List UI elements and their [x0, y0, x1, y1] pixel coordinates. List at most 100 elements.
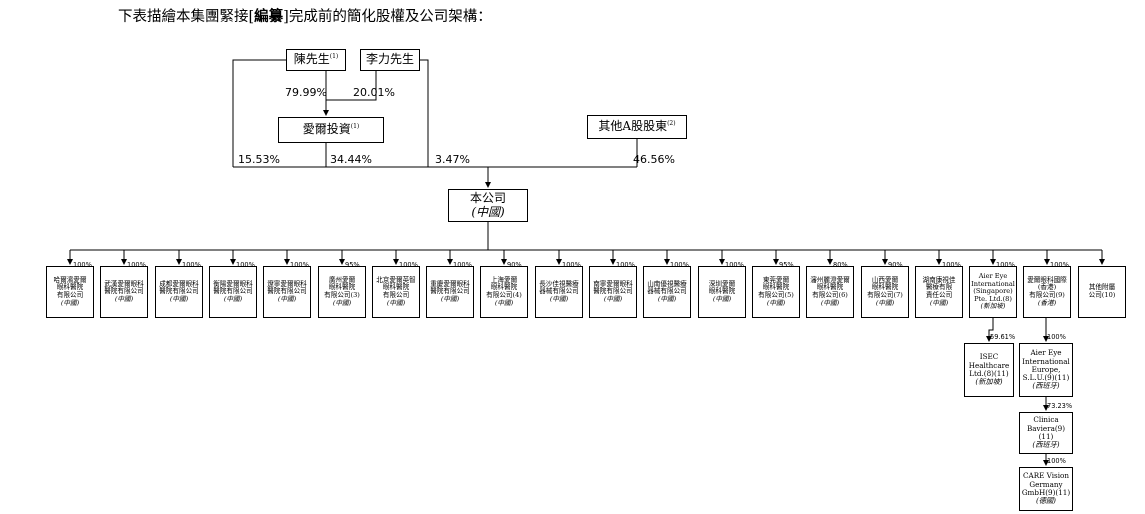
subsidiary-country: (中國)	[929, 298, 949, 307]
care-line-1: Germany	[1029, 479, 1063, 489]
pct-europe: 100%	[1047, 333, 1066, 341]
subsidiary-box: 愛爾眼科國際(香港)有限公司(9)(香港)	[1023, 266, 1071, 318]
pct-investment-direct: 34.44%	[330, 153, 372, 166]
subsidiary-pct: 100%	[1050, 261, 1069, 269]
company-box: 本公司 (中國)	[448, 189, 528, 222]
europe-line-1: International	[1022, 356, 1070, 366]
intro-text: 下表描繪本集團緊接[編纂]完成前的簡化股權及公司架構：	[118, 5, 492, 26]
subsidiary-pct: 80%	[833, 261, 848, 269]
care-line-2: GmbH(9)(11)	[1021, 488, 1071, 497]
subsidiary-box: 成都愛爾眼科醫院有限公司(中國)	[155, 266, 203, 318]
subsidiary-country: (中國)	[657, 294, 677, 303]
subsidiary-country: (中國)	[712, 294, 732, 303]
clinica-baviera-box: Clinica Baviera(9)(11) (西班牙)	[1019, 412, 1073, 454]
subsidiary-name-line: 長沙佳視醫療	[539, 279, 579, 288]
isec-line-1: Healthcare	[968, 360, 1010, 370]
subsidiary-box: 南寧愛爾眼科醫院有限公司(中國)	[589, 266, 637, 318]
subsidiary-pct: 90%	[507, 261, 522, 269]
subsidiary-pct: 100%	[670, 261, 689, 269]
pct-chen-to-investment: 79.99%	[285, 86, 327, 99]
subsidiary-name-line: 醫院有限公司	[267, 287, 307, 296]
pct-other-direct: 46.56%	[633, 153, 675, 166]
subsidiary-box: 長沙佳視醫療器械有限公司(中國)	[535, 266, 583, 318]
subsidiary-name-line: 眼科醫院	[56, 283, 84, 292]
subsidiary-box: 東莞愛爾眼科醫院有限公司(5)(中國)	[752, 266, 800, 318]
connector-line	[986, 318, 994, 342]
subsidiary-name-line: International	[971, 279, 1015, 288]
subsidiary-name-line: (Singapore)	[973, 287, 1013, 296]
subsidiary-name-line: 醫院有限公司	[593, 287, 633, 296]
subsidiary-name-line: 哈爾濱愛爾	[53, 275, 87, 284]
subsidiary-pct: 95%	[345, 261, 360, 269]
subsidiary-name-line: Aier Eye	[978, 272, 1008, 281]
subsidiary-name-line: Pte. Ltd.(8)	[974, 294, 1012, 303]
subsidiary-country: (中國)	[766, 298, 786, 307]
isec-line-2: Ltd.(8)(11)	[969, 369, 1009, 378]
subsidiary-box: 深圳愛爾眼科醫院(中國)	[698, 266, 746, 318]
subsidiary-country: (中國)	[277, 294, 297, 303]
baviera-line-1: Baviera(9)(11)	[1026, 423, 1066, 441]
other-a-label: 其他A股股東(2)	[598, 119, 676, 134]
subsidiary-name-line: 眼科醫院	[816, 283, 844, 292]
subsidiary-pct: 95%	[779, 261, 794, 269]
subsidiary-name-line: 醫院有限公司	[159, 287, 199, 296]
aier-europe-box: Aier Eye International Europe, S.L.U.(9)…	[1019, 343, 1073, 397]
shareholder-chen: 陳先生(1)	[286, 49, 346, 71]
subsidiary-name-line: 醫療有限	[925, 283, 953, 292]
subsidiary-country: (中國)	[820, 298, 840, 307]
connector-line	[326, 71, 377, 101]
subsidiary-name-line: 北京愛爾英智	[376, 275, 416, 284]
shareholder-other-a: 其他A股股東(2)	[587, 115, 687, 139]
care-country: (德國)	[1036, 496, 1056, 506]
subsidiary-box: 廣州愛爾眼科醫院有限公司(3)(中國)	[318, 266, 366, 318]
subsidiary-country: (中國)	[386, 298, 406, 307]
subsidiary-name-line: 眼科醫院	[490, 283, 518, 292]
subsidiary-pct: 100%	[616, 261, 635, 269]
subsidiary-name-line: 公司(10)	[1088, 291, 1116, 299]
subsidiary-name-line: 成都愛爾眼科	[159, 279, 199, 288]
subsidiary-pct: 100%	[996, 261, 1015, 269]
subsidiary-country: (香港)	[1037, 298, 1057, 307]
subsidiary-name-line: 有限公司(9)	[1029, 291, 1065, 299]
pct-isec: 59.61%	[990, 333, 1016, 341]
subsidiary-name-line: 有限公司	[56, 291, 84, 299]
company-country: (中國)	[471, 204, 505, 219]
subsidiary-name-line: 眼科醫院	[328, 283, 356, 292]
subsidiary-name-line: 東莞愛爾	[762, 275, 790, 284]
subsidiary-name-line: 瀋州麗澄愛爾	[810, 275, 850, 284]
shareholder-aier-investment: 愛爾投資(1)	[278, 117, 384, 143]
subsidiary-name-line: 有限公司(3)	[324, 291, 360, 299]
subsidiary-name-line: 有限公司	[382, 291, 410, 299]
subsidiary-country: (中國)	[169, 294, 189, 303]
subsidiary-box: 衡陽愛爾眼科醫院有限公司(中國)	[209, 266, 257, 318]
subsidiary-pct: 100%	[73, 261, 92, 269]
subsidiary-name-line: 山西愛爾	[871, 275, 899, 284]
subsidiary-name-line: (香港)	[1037, 283, 1057, 292]
europe-line-2: Europe,	[1031, 364, 1061, 374]
subsidiary-country: (中國)	[114, 294, 134, 303]
intro-suffix: ]完成前的簡化股權及公司架構：	[283, 9, 492, 25]
subsidiary-box: 重慶愛爾眼科醫院有限公司(中國)	[426, 266, 474, 318]
subsidiary-box: 湖南康視佳醫療有限責任公司(中國)	[915, 266, 963, 318]
subsidiary-country: (中國)	[603, 294, 623, 303]
subsidiary-name-line: 湖南康視佳	[922, 275, 956, 284]
subsidiary-box: 山西愛爾眼科醫院有限公司(7)(中國)	[861, 266, 909, 318]
shareholder-chen-label: 陳先生(1)	[293, 52, 339, 67]
baviera-country: (西班牙)	[1032, 440, 1060, 450]
subsidiary-name-line: 有限公司(4)	[486, 291, 522, 299]
subsidiary-box: 北京愛爾英智眼科醫院有限公司(中國)	[372, 266, 420, 318]
subsidiary-box: 哈爾濱愛爾眼科醫院有限公司(中國)	[46, 266, 94, 318]
pct-baviera: 73.23%	[1047, 402, 1073, 410]
subsidiary-name-line: 有限公司(7)	[867, 291, 903, 299]
subsidiary-name-line: 廣州愛爾	[328, 275, 356, 284]
subsidiary-pct: 90%	[888, 261, 903, 269]
pct-care-vision: 100%	[1047, 457, 1066, 465]
subsidiary-country: (中國)	[223, 294, 243, 303]
intro-bold: 編纂	[254, 8, 284, 25]
subsidiary-name-line: 責任公司	[925, 291, 953, 299]
aier-investment-label: 愛爾投資(1)	[302, 122, 360, 137]
subsidiary-box: 遼寧愛爾眼科醫院有限公司(中國)	[263, 266, 311, 318]
subsidiary-name-line: 眼科醫院	[762, 283, 790, 292]
